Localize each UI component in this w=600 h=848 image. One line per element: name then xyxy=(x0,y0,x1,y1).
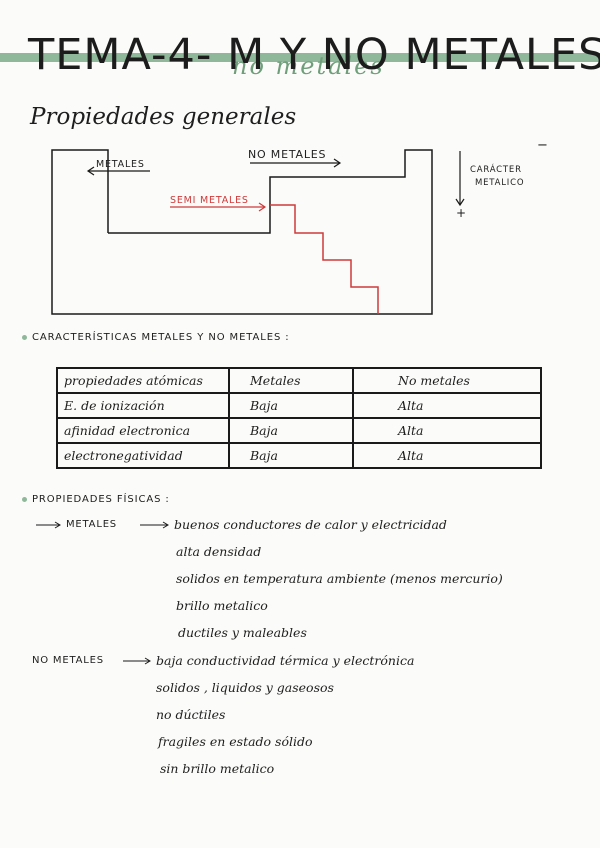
list-item: solidos en temperatura ambiente (menos m… xyxy=(176,571,503,586)
fisicas-heading-text: PROPIEDADES FÍSICAS : xyxy=(32,494,170,505)
metales-group-label: METALES xyxy=(66,519,117,530)
no-metales-group-label: NO METALES xyxy=(32,655,104,666)
list-item: buenos conductores de calor y electricid… xyxy=(174,517,447,532)
caracter-label: CARÁCTER xyxy=(470,165,522,175)
caracteristicas-heading-text: CARACTERÍSTICAS METALES Y NO METALES : xyxy=(32,332,290,343)
fisicas-heading: PROPIEDADES FÍSICAS : xyxy=(22,494,170,505)
list-item: sin brillo metalico xyxy=(160,761,275,776)
list-item: fragiles en estado sólido xyxy=(158,734,313,749)
section-subtitle: Propiedades generales xyxy=(30,104,297,130)
metales-arrow xyxy=(86,166,150,176)
table-cell: Baja xyxy=(228,442,354,469)
caracter-metalico-arrow xyxy=(455,151,465,207)
table-row: afinidad electronica Baja Alta xyxy=(56,417,542,444)
list-item: no dúctiles xyxy=(156,707,226,722)
no-metales-label: NO METALES xyxy=(248,148,327,161)
semimetales-arrow xyxy=(170,202,267,212)
table-header-row: propiedades atómicas Metales No metales xyxy=(56,367,542,394)
bullet-icon xyxy=(22,334,27,340)
table-top-outline xyxy=(108,149,433,315)
table-cell: Alta xyxy=(352,442,542,469)
metales-label: METALES xyxy=(96,159,145,170)
plus-sign: + xyxy=(456,206,467,220)
table-row: E. de ionización Baja Alta xyxy=(56,392,542,419)
semimetal-staircase xyxy=(270,204,379,314)
list-item: baja conductividad térmica y electrónica xyxy=(156,653,415,668)
minus-sign: − xyxy=(537,138,548,153)
list-item: alta densidad xyxy=(176,544,262,559)
title-underlay-text: no metales xyxy=(232,52,385,80)
table-cell: E. de ionización xyxy=(56,392,230,419)
list-item: brillo metalico xyxy=(176,598,268,613)
table-cell: Baja xyxy=(228,417,354,444)
title-highlight-bar xyxy=(0,53,600,62)
caracteristicas-heading: CARACTERÍSTICAS METALES Y NO METALES : xyxy=(22,332,290,343)
bullet-icon xyxy=(22,496,27,502)
table-row: electronegatividad Baja Alta xyxy=(56,442,542,469)
no-metales-items-arrow xyxy=(123,657,151,665)
table-cell: Baja xyxy=(228,392,354,419)
table-cell: afinidad electronica xyxy=(56,417,230,444)
metales-lead-arrow xyxy=(36,521,61,529)
no-metales-arrow xyxy=(250,158,342,168)
page-title: TEMA-4- M Y NO METALES xyxy=(28,30,600,80)
metales-items-arrow xyxy=(140,521,169,529)
semi-metales-label: SEMI METALES xyxy=(170,195,249,206)
table-cell: Alta xyxy=(352,392,542,419)
properties-table: propiedades atómicas Metales No metales … xyxy=(56,367,542,469)
table-cell: electronegatividad xyxy=(56,442,230,469)
list-item: ductiles y maleables xyxy=(178,625,307,640)
table-header-cell: No metales xyxy=(352,367,542,394)
table-cell: Alta xyxy=(352,417,542,444)
table-outline xyxy=(51,149,378,315)
list-item: solidos , liquidos y gaseosos xyxy=(156,680,334,695)
table-header-cell: propiedades atómicas xyxy=(56,367,230,394)
metalico-label: METALICO xyxy=(475,178,525,188)
table-header-cell: Metales xyxy=(228,367,354,394)
